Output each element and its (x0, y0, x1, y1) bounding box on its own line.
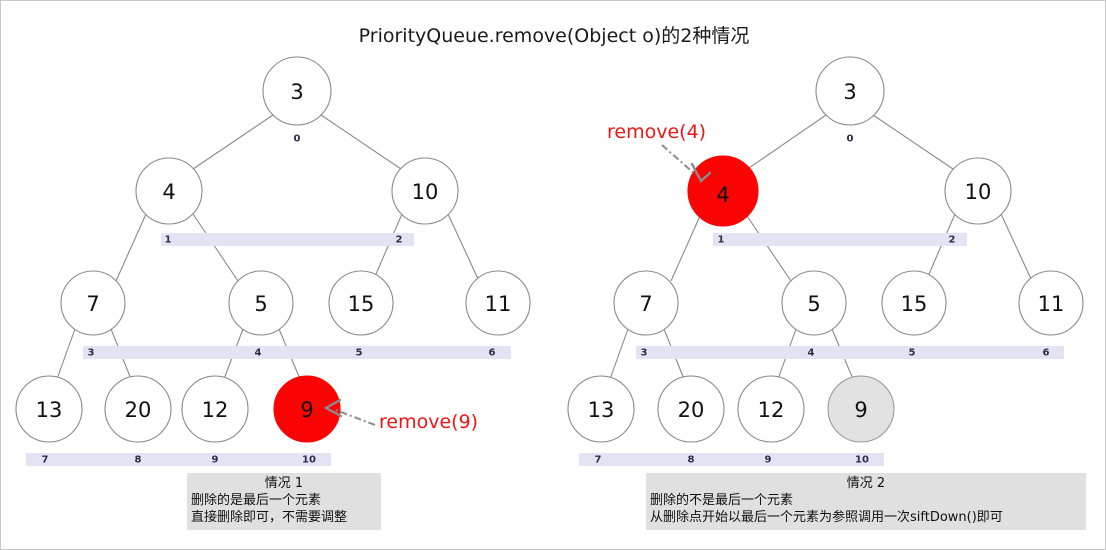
tree-node[interactable]: 3 (262, 56, 332, 126)
index-labels-right: 0 1 2 3 4 5 6 7 8 9 10 (595, 134, 1050, 466)
node-value: 12 (202, 398, 229, 422)
index-label: 5 (356, 348, 363, 359)
index-label: 3 (641, 348, 648, 359)
index-label: 2 (949, 235, 956, 246)
node-value: 12 (758, 398, 785, 422)
tree-node-highlighted[interactable]: 9 (827, 375, 895, 443)
tree-node[interactable]: 13 (567, 375, 635, 443)
tree-node[interactable]: 10 (944, 157, 1012, 225)
node-value: 11 (1038, 292, 1065, 316)
tree-node[interactable]: 12 (737, 375, 805, 443)
index-label: 7 (595, 455, 602, 466)
tree-node[interactable]: 11 (465, 270, 531, 336)
edges-right (609, 114, 1033, 380)
tree-node[interactable]: 10 (391, 157, 459, 225)
node-value: 3 (290, 80, 303, 104)
node-value: 20 (678, 398, 705, 422)
index-label: 4 (808, 348, 815, 359)
node-value: 5 (254, 292, 267, 316)
tree-node[interactable]: 12 (181, 375, 249, 443)
tree-node[interactable]: 13 (15, 375, 83, 443)
node-value: 9 (854, 398, 867, 422)
index-label: 5 (909, 348, 916, 359)
index-label: 2 (396, 235, 403, 246)
remove-9-arrow-icon (323, 398, 376, 426)
index-label: 1 (718, 235, 725, 246)
tree-node[interactable]: 20 (657, 375, 725, 443)
node-value: 15 (348, 292, 375, 316)
node-value: 10 (965, 180, 992, 204)
remove-9-callout-label: remove(9) (379, 411, 479, 433)
index-bands-right (579, 233, 1064, 466)
index-label: 10 (855, 455, 869, 466)
index-label: 9 (765, 455, 772, 466)
index-label: 3 (88, 348, 95, 359)
tree-node[interactable]: 5 (781, 270, 847, 336)
index-bands-left (26, 233, 511, 466)
node-value: 4 (162, 180, 175, 204)
node-value: 11 (485, 292, 512, 316)
case-1-caption: 情况 1 删除的是最后一个元素 直接删除即可，不需要调整 (187, 473, 381, 530)
tree-node[interactable]: 5 (228, 270, 294, 336)
case-1-caption-title: 情况 1 (264, 476, 304, 491)
tree-node[interactable]: 4 (135, 157, 203, 225)
index-label: 0 (847, 134, 854, 145)
tree-node[interactable]: 7 (613, 270, 679, 336)
case-2-caption-line1: 删除的不是最后一个元素 (650, 493, 794, 508)
tree-node-highlighted[interactable]: 4 (687, 155, 759, 227)
node-value: 5 (807, 292, 820, 316)
node-value: 20 (125, 398, 152, 422)
node-value: 4 (716, 183, 729, 207)
index-label: 0 (294, 134, 301, 145)
nodes-right: 3 4 10 7 5 15 (567, 56, 1084, 443)
index-label: 10 (302, 455, 316, 466)
node-value: 13 (36, 398, 63, 422)
node-value: 13 (588, 398, 615, 422)
node-value: 7 (86, 292, 99, 316)
index-label: 9 (212, 455, 219, 466)
index-label: 8 (688, 455, 695, 466)
page-title: PriorityQueue.remove(Object o)的2种情况 (358, 25, 750, 47)
case-2-caption: 情况 2 删除的不是最后一个元素 从删除点开始以最后一个元素为参照调用一次sif… (646, 473, 1086, 530)
index-label: 7 (42, 455, 49, 466)
node-value: 7 (639, 292, 652, 316)
index-label: 6 (1043, 348, 1050, 359)
tree-node[interactable]: 15 (881, 270, 947, 336)
edges-left (56, 114, 480, 380)
tree-node[interactable]: 7 (60, 270, 126, 336)
tree-node-highlighted[interactable]: 9 (273, 375, 341, 443)
tree-node[interactable]: 3 (815, 56, 885, 126)
case-1-caption-line1: 删除的是最后一个元素 (191, 493, 322, 508)
node-value: 3 (843, 80, 856, 104)
tree-node[interactable]: 20 (104, 375, 172, 443)
index-label: 8 (135, 455, 142, 466)
remove-4-arrow-icon (661, 144, 712, 183)
node-value: 9 (300, 398, 313, 422)
case-2-caption-title: 情况 2 (846, 476, 886, 491)
tree-node[interactable]: 15 (328, 270, 394, 336)
node-value: 10 (412, 180, 439, 204)
tree-node[interactable]: 11 (1018, 270, 1084, 336)
index-label: 4 (255, 348, 262, 359)
node-value: 15 (901, 292, 928, 316)
nodes-left: 3 4 10 7 5 15 (15, 56, 531, 443)
remove-4-callout-label: remove(4) (607, 121, 707, 143)
index-label: 6 (489, 348, 496, 359)
index-labels-left: 0 1 2 3 4 5 6 7 8 9 10 (42, 134, 496, 466)
index-label: 1 (165, 235, 172, 246)
case-1-caption-line2: 直接删除即可，不需要调整 (191, 510, 348, 525)
case-2-caption-line2: 从删除点开始以最后一个元素为参照调用一次siftDown()即可 (650, 510, 1003, 525)
